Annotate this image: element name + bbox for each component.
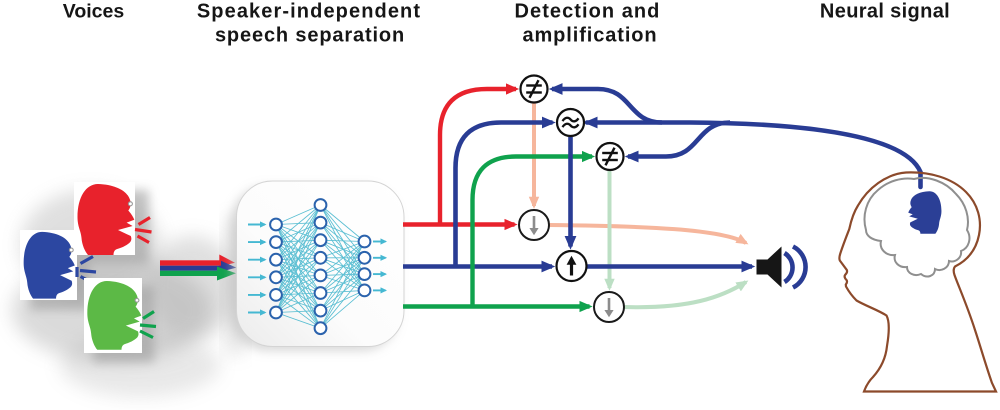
svg-text:speech separation: speech separation (215, 25, 405, 47)
svg-text:Neural signal: Neural signal (820, 1, 950, 23)
svg-text:amplification: amplification (522, 25, 657, 47)
svg-text:Detection and: Detection and (515, 1, 661, 23)
svg-text:Speaker-independent: Speaker-independent (197, 1, 421, 23)
svg-text:Voices: Voices (63, 1, 125, 23)
